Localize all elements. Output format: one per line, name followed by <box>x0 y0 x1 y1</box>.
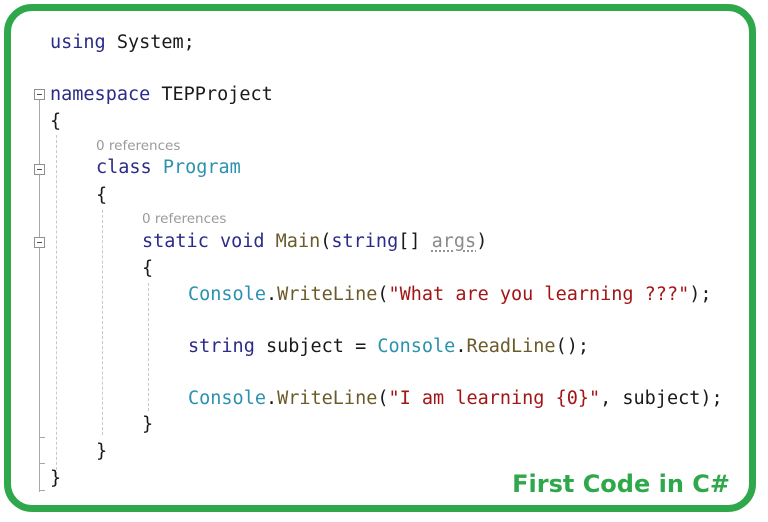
outline-line <box>39 100 40 164</box>
code-line-open-ns: { <box>50 111 62 132</box>
codelens-references[interactable]: 0 references <box>96 138 181 154</box>
collapse-method-icon[interactable] <box>34 237 45 248</box>
outline-end <box>39 463 45 464</box>
outline-line <box>39 248 40 492</box>
code-line-namespace: namespace TEPProject <box>50 84 273 105</box>
code-line-writeline-1: Console.WriteLine("What are you learning… <box>188 284 712 305</box>
outline-line <box>39 175 40 239</box>
code-line-main: static void Main(string[] args) <box>142 231 488 252</box>
codelens-references[interactable]: 0 references <box>142 211 227 227</box>
indent-guide <box>148 283 149 411</box>
code-line-close-ns: } <box>50 468 62 489</box>
code-line-class: class Program <box>96 157 241 178</box>
outline-end <box>39 437 45 438</box>
code-line-readline: string subject = Console.ReadLine(); <box>188 336 589 357</box>
collapse-namespace-icon[interactable] <box>34 89 45 100</box>
code-line-open-main: { <box>142 258 154 279</box>
code-line-open-class: { <box>96 185 108 206</box>
code-line-close-class: } <box>96 441 108 462</box>
caption-title: First Code in C# <box>512 470 730 498</box>
green-frame <box>4 4 756 512</box>
code-line-writeline-2: Console.WriteLine("I am learning {0}", s… <box>188 388 723 409</box>
code-line-close-main: } <box>142 414 154 435</box>
indent-guide <box>102 210 103 435</box>
indent-guide <box>56 135 57 485</box>
collapse-class-icon[interactable] <box>34 164 45 175</box>
code-line-using: using System; <box>50 32 195 53</box>
outline-end <box>39 490 45 491</box>
